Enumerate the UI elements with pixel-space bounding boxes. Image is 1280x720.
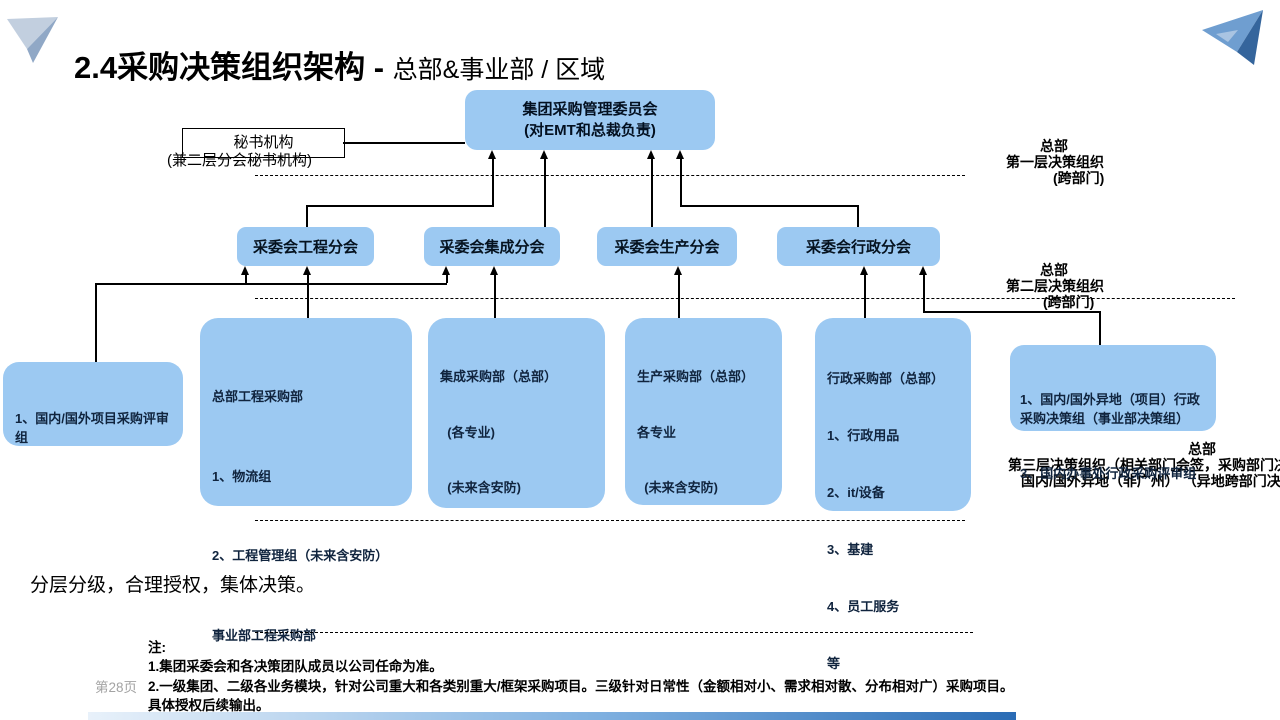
page-title-main: 2.4采购决策组织架构 - <box>74 50 393 85</box>
connector-arrow <box>442 266 450 275</box>
connector-line <box>95 283 97 362</box>
engineering-dept-box: 总部工程采购部 1、物流组 2、工程管理组（未来含安防） 事业部工程采购部 <box>200 318 412 643</box>
admin-dept-box: 行政采购部（总部） 1、行政用品 2、it/设备 3、基建 4、员工服务 等 (… <box>815 318 971 720</box>
connector-line <box>307 274 309 318</box>
notes-separator-line <box>255 632 973 633</box>
slogan-text: 分层分级，合理授权，集体决策。 <box>30 575 316 596</box>
committee-production-box: 采委会生产分会 <box>597 227 737 266</box>
connector-line <box>446 274 448 283</box>
integration-dept-line: (各专业) <box>440 424 495 440</box>
connector-line <box>306 205 494 207</box>
tier1-label-org: 第一层决策组织 <box>1006 154 1104 170</box>
admin-dept-line: 行政采购部（总部） <box>827 371 945 386</box>
connector-line <box>494 274 496 318</box>
admin-dept-line: 3、基建 <box>827 542 874 557</box>
notes-item-1: 1.集团采委会和各决策团队成员以公司任命为准。 <box>148 659 443 675</box>
notes-item-3: 具体授权后续输出。 <box>148 697 270 713</box>
bottom-accent-bar <box>88 712 1016 720</box>
group-committee-line1: 集团采购管理委员会 <box>522 101 658 118</box>
engineering-dept-line: 事业部工程采购部 <box>212 627 317 643</box>
connector-arrow <box>674 266 682 275</box>
engineering-dept-line: 1、物流组 <box>212 468 272 484</box>
regional-admin-box: 1、国内/国外异地（项目）行政采购决策组（事业部决策组） 3、国内办事处行政采购… <box>1010 345 1216 481</box>
tier2-label-scope: (跨部门) <box>1043 294 1095 310</box>
paper-plane-icon-left <box>7 17 58 63</box>
engineering-dept-line: 2、工程管理组（未来含安防） <box>212 548 389 563</box>
connector-arrow <box>490 266 498 275</box>
paper-plane-icon-right <box>1202 10 1263 65</box>
admin-dept-line: 等 <box>827 656 841 671</box>
connector-arrow <box>647 150 655 159</box>
notes-heading: 注: <box>148 640 166 655</box>
committee-engineering-box: 采委会工程分会 <box>237 227 374 266</box>
committee-integration-box: 采委会集成分会 <box>424 227 560 266</box>
tier2-label-org: 第二层决策组织 <box>1006 278 1104 294</box>
connector-line <box>1099 311 1101 345</box>
connector-arrow <box>919 266 927 275</box>
admin-dept-line: 1、行政用品 <box>827 428 900 443</box>
connector-line <box>544 158 546 227</box>
secretary-box-subtitle: (兼二层分会秘书机构) <box>167 152 312 169</box>
connector-line <box>923 311 1100 313</box>
tier3-label-org: 第三层决策组织（相关部门会签，采购部门决 <box>1008 457 1280 473</box>
connector-line <box>864 274 866 318</box>
connector-line <box>651 158 653 227</box>
admin-dept-line: 4、员工服务 <box>827 599 900 614</box>
engineering-dept-line: 总部工程采购部 <box>212 389 304 404</box>
committee-admin-box: 采委会行政分会 <box>777 227 940 266</box>
production-dept-line: 生产采购部（总部） <box>637 369 755 384</box>
tier2-separator-line <box>255 298 1235 299</box>
connector-line <box>923 274 925 311</box>
integration-dept-line: 集成采购部（总部） <box>440 369 558 384</box>
group-committee-box: 集团采购管理委员会 (对EMT和总裁负责) <box>465 90 715 150</box>
connector-arrow <box>488 150 496 159</box>
connector-line <box>343 142 465 144</box>
connector-arrow <box>676 150 684 159</box>
connector-arrow <box>860 266 868 275</box>
tier2-label-hq: 总部 <box>1040 262 1068 278</box>
regional-admin-line: 1、国内/国外异地（项目）行政采购决策组（事业部决策组） <box>1020 392 1200 426</box>
connector-line <box>95 283 447 285</box>
connector-line <box>678 274 680 318</box>
secretary-box: 秘书机构 <box>182 128 345 158</box>
group-committee-line2: (对EMT和总裁负责) <box>524 122 656 139</box>
production-dept-line: (未来含安防) <box>637 480 718 495</box>
connector-line <box>857 205 859 227</box>
integration-dept-line: (未来含安防) <box>440 480 521 495</box>
tier3-label-hq: 总部 <box>1188 441 1216 457</box>
admin-dept-line: 2、it/设备 <box>827 485 885 500</box>
tier1-label-hq: 总部 <box>1040 138 1068 154</box>
page-title: 2.4采购决策组织架构 - 总部&事业部 / 区域 <box>74 42 605 87</box>
connector-arrow <box>540 150 548 159</box>
connector-arrow <box>303 266 311 275</box>
production-dept-line: 各专业 <box>637 424 677 440</box>
notes-block: 注: 1.集团采委会和各决策团队成员以公司任命为准。 2.一级集团、二级各业务模… <box>148 638 1280 715</box>
connector-line <box>245 274 247 283</box>
connector-line <box>680 158 682 205</box>
integration-dept-box: 集成采购部（总部） (各专业) (未来含安防) <box>428 318 605 508</box>
connector-line <box>680 205 858 207</box>
page-title-sub: 总部&事业部 / 区域 <box>392 56 606 84</box>
tier1-separator-line <box>255 175 965 176</box>
tier3-label-scope: 国内/国外异地（非广州） （异地跨部门决策 <box>1021 473 1280 489</box>
production-dept-box: 生产采购部（总部） 各专业 (未来含安防) <box>625 318 782 505</box>
tier3-separator-line <box>255 520 965 521</box>
tier1-label-scope: (跨部门) <box>1053 170 1105 186</box>
connector-arrow <box>241 266 249 275</box>
review-group-line: 1、国内/国外项目采购评审组 <box>15 411 169 445</box>
connector-line <box>492 158 494 205</box>
connector-line <box>306 205 308 227</box>
regional-admin-line: 3、国内办事处行政采购评审组 <box>1020 466 1197 481</box>
page-number-watermark: 第28页 <box>95 680 138 695</box>
notes-item-2: 2.一级集团、二级各业务模块，针对公司重大和各类别重大/框架采购项目。三级针对日… <box>148 678 1014 694</box>
review-group-box: 1、国内/国外项目采购评审组 <box>3 362 183 446</box>
